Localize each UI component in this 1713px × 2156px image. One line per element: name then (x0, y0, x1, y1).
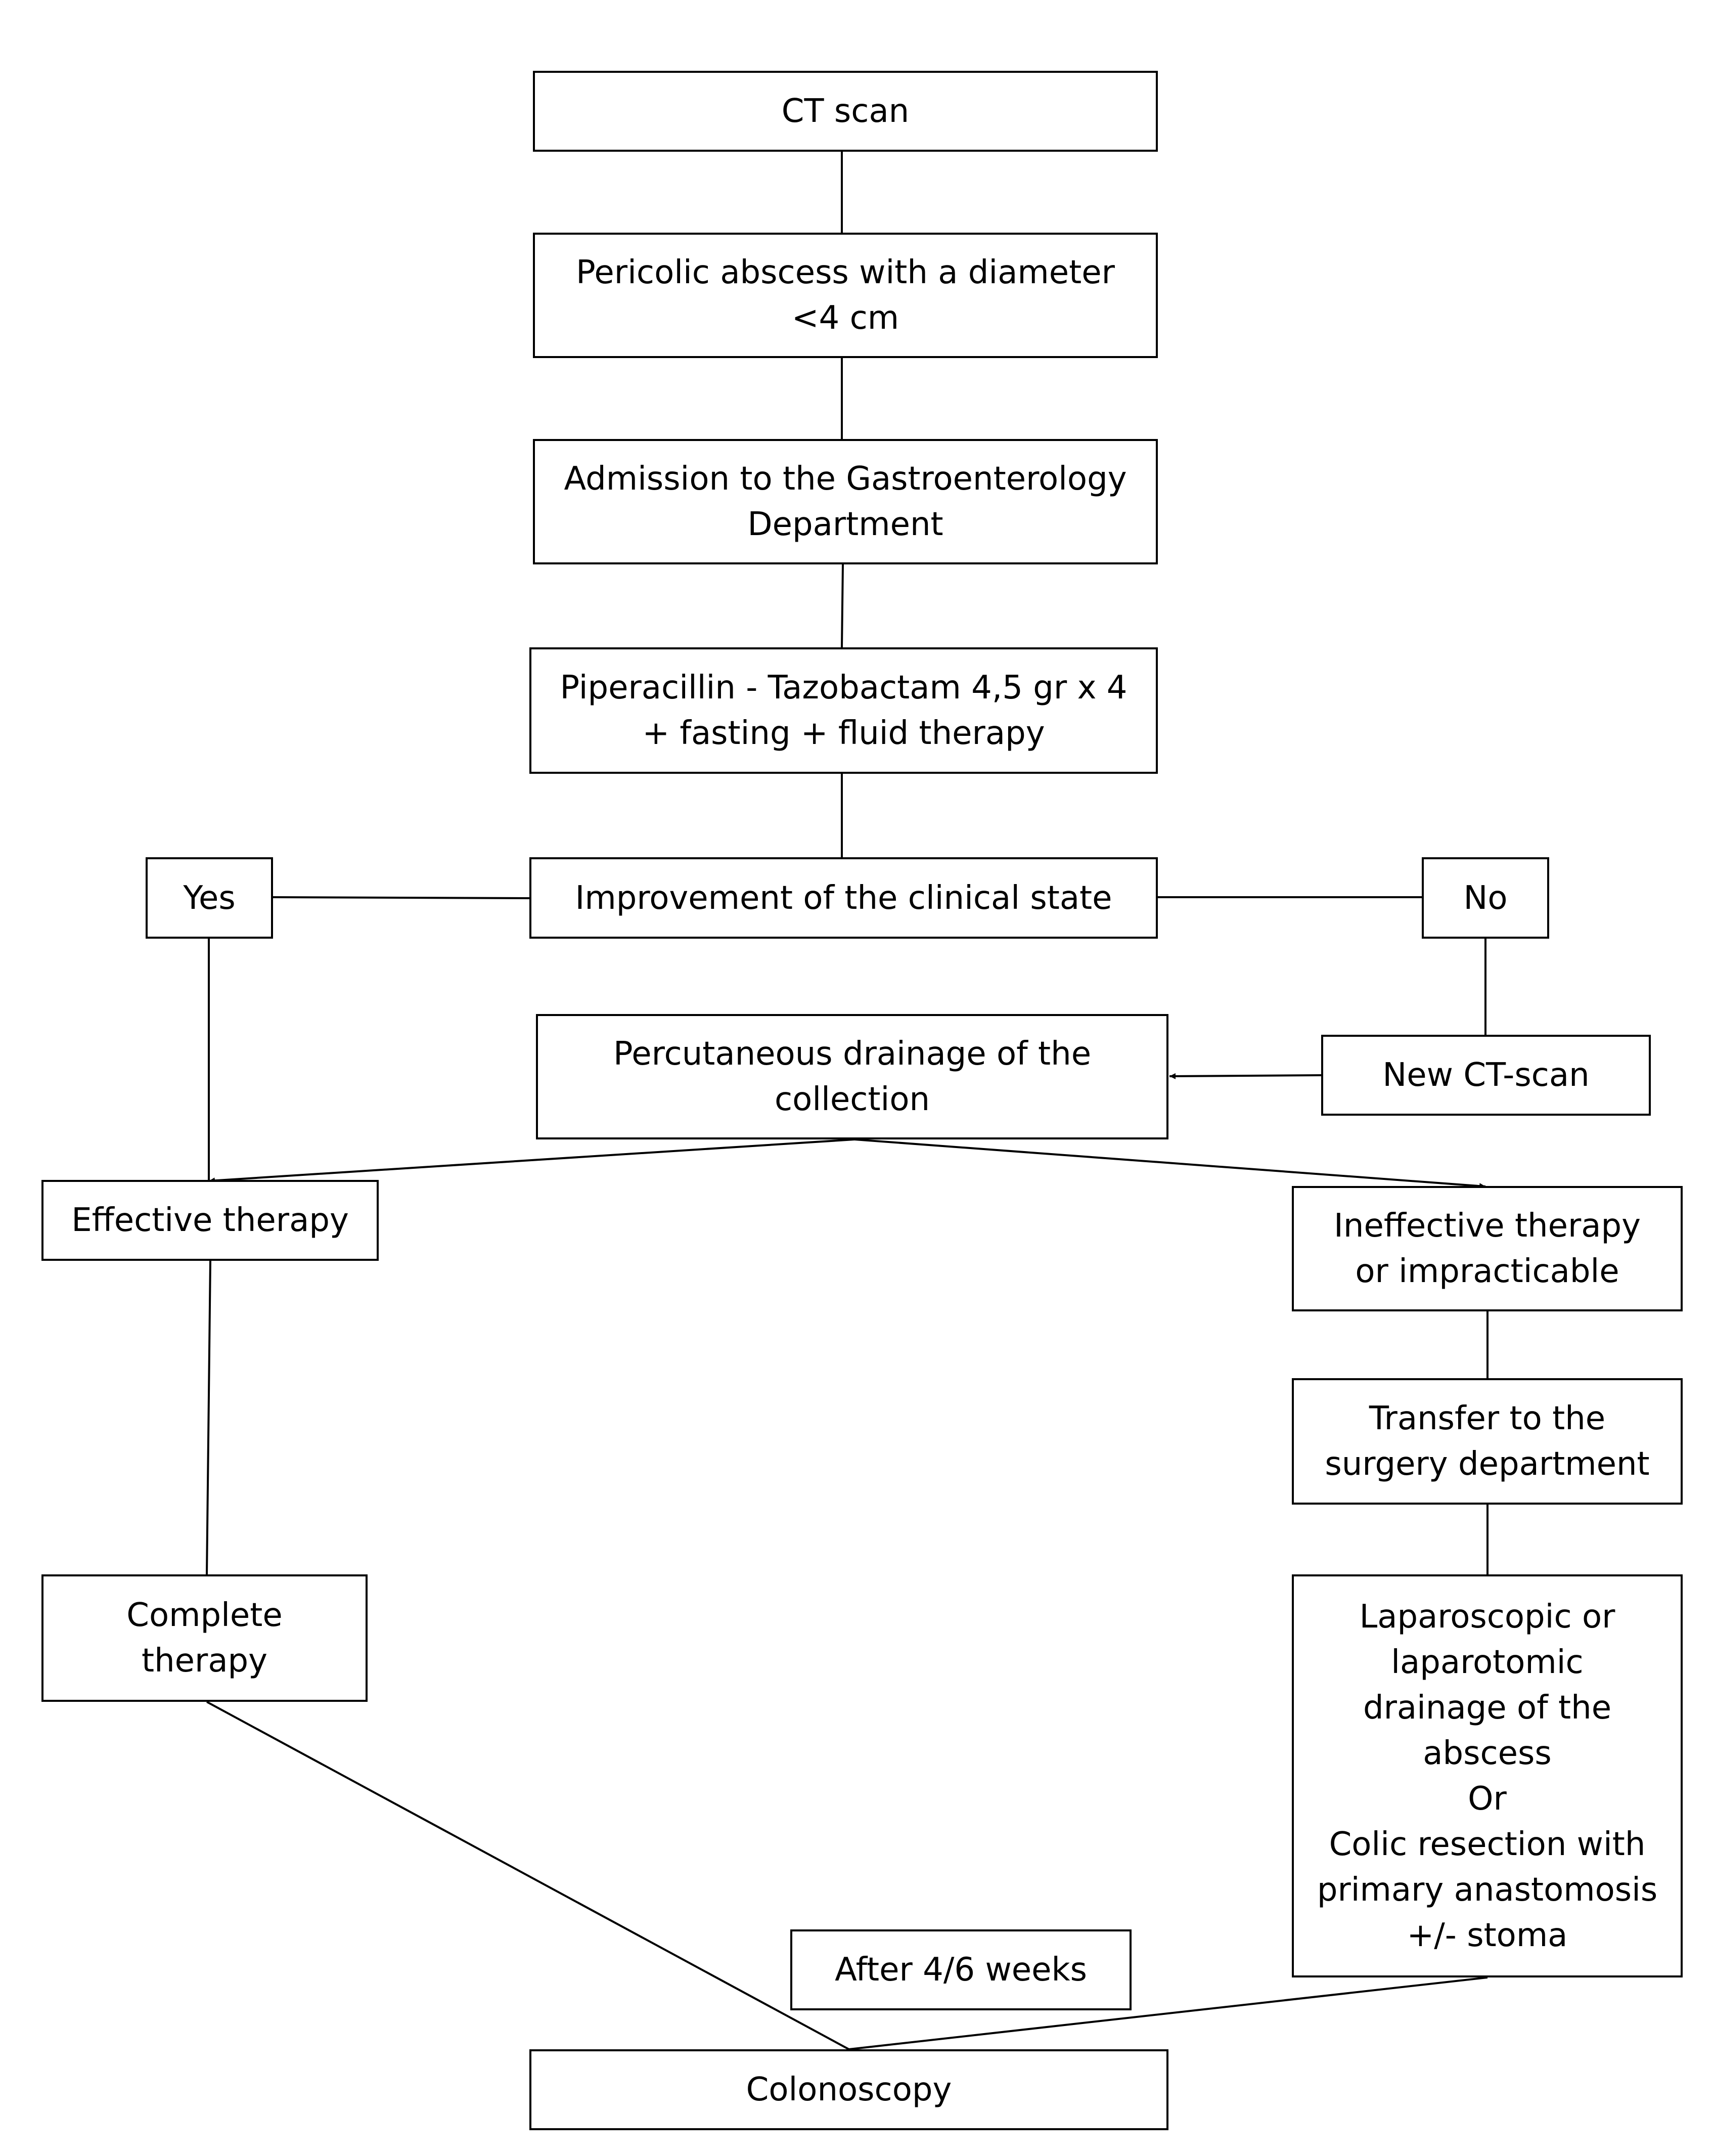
node-new-ct-scan-label: New CT-scan (1382, 1057, 1590, 1094)
node-effective-therapy-label: Effective therapy (71, 1202, 349, 1239)
node-surgical-options-label: Laparoscopic or laparotomic drainage of … (1317, 1598, 1658, 1954)
arrow-new-ct-to-percutaneous (1169, 1073, 1322, 1079)
node-colonoscopy-label: Colonoscopy (746, 2071, 952, 2108)
node-admission-label: Admission to the Gastroenterology Depart… (564, 460, 1127, 543)
node-improvement-label: Improvement of the clinical state (575, 879, 1112, 917)
node-complete-therapy: Complete therapy (41, 1574, 368, 1702)
node-ineffective-therapy: Ineffective therapy or impracticable (1292, 1186, 1683, 1311)
arrow-percutaneous-to-ineffective (854, 1138, 1486, 1190)
node-transfer-surgery: Transfer to the surgery department (1292, 1378, 1683, 1505)
node-ineffective-therapy-label: Ineffective therapy or impracticable (1334, 1207, 1641, 1290)
node-yes-label: Yes (183, 879, 236, 917)
node-surgical-options: Laparoscopic or laparotomic drainage of … (1292, 1574, 1683, 1977)
node-percutaneous-drainage-label: Percutaneous drainage of the collection (613, 1035, 1092, 1118)
node-ct-scan-label: CT scan (781, 93, 910, 130)
node-percutaneous-drainage: Percutaneous drainage of the collection (536, 1014, 1168, 1139)
connector-complete-to-colonoscopy (206, 1701, 849, 2050)
node-new-ct-scan: New CT-scan (1321, 1035, 1651, 1116)
node-ct-scan: CT scan (533, 71, 1158, 152)
node-after-weeks: After 4/6 weeks (790, 1929, 1132, 2010)
node-pericolic-abscess-label: Pericolic abscess with a diameter <4 cm (576, 254, 1115, 337)
node-no: No (1422, 857, 1549, 939)
connector-admission-to-antibiotics (841, 564, 844, 648)
node-after-weeks-label: After 4/6 weeks (835, 1951, 1087, 1989)
connector-effective-to-complete (206, 1260, 211, 1575)
node-improvement: Improvement of the clinical state (529, 857, 1158, 939)
node-colonoscopy: Colonoscopy (529, 2049, 1168, 2130)
node-admission: Admission to the Gastroenterology Depart… (533, 439, 1158, 564)
arrow-percutaneous-to-effective (208, 1138, 855, 1184)
node-yes: Yes (146, 857, 273, 939)
node-pericolic-abscess: Pericolic abscess with a diameter <4 cm (533, 233, 1158, 358)
node-effective-therapy: Effective therapy (41, 1180, 379, 1261)
node-antibiotics: Piperacillin - Tazobactam 4,5 gr x 4 + f… (529, 647, 1158, 774)
node-complete-therapy-label: Complete therapy (126, 1597, 283, 1680)
connector-surgery-to-colonoscopy (848, 1976, 1488, 2050)
node-no-label: No (1463, 879, 1508, 917)
node-transfer-surgery-label: Transfer to the surgery department (1325, 1400, 1650, 1483)
node-antibiotics-label: Piperacillin - Tazobactam 4,5 gr x 4 + f… (560, 669, 1128, 752)
connector-improvement-to-yes (273, 896, 530, 899)
